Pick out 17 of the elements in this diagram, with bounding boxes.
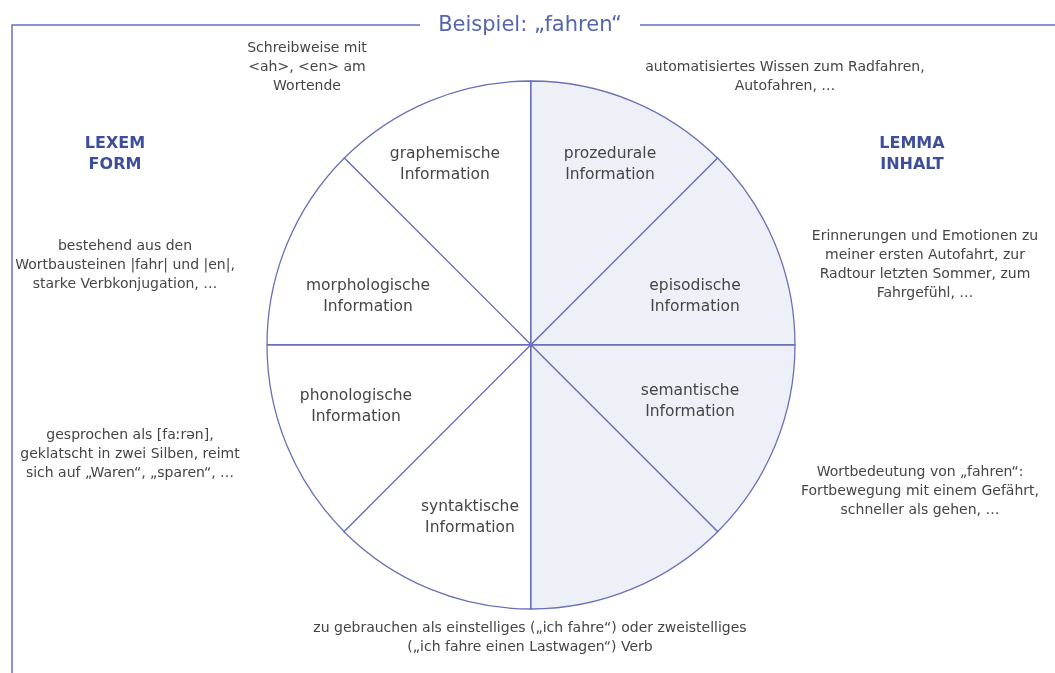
sector-label: syntaktische Information	[420, 496, 520, 538]
annotation-text: Wortbedeutung von „fahren“: Fortbewegung mit einem Gefährt, schneller als gehen, …	[800, 462, 1040, 519]
category-heading: LEMMA INHALT	[878, 132, 946, 174]
annotation-text: gesprochen als [faːrən], geklatscht in zwei Silben, reimt sich auf „Waren“, „sparen“, …	[19, 425, 241, 482]
diagram-title: Beispiel: „fahren“	[437, 11, 623, 38]
sector-label: morphologische Information	[305, 275, 431, 317]
sector-label: phonologische Information	[298, 385, 414, 427]
annotation-text: automatisiertes Wissen zum Radfahren, Autofahren, …	[644, 57, 926, 95]
annotation-text: Schreibweise mit <ah>, <en> am Wortende	[246, 38, 368, 95]
sector-label: semantische Information	[639, 380, 741, 422]
annotation-text: Erinnerungen und Emotionen zu meiner ersten Autofahrt, zur Radtour letzten Sommer, zum Fahrgefühl, …	[810, 226, 1040, 302]
annotation-text: bestehend aus den Wortbausteinen |fahr| und |en|, starke Verbkonjugation, …	[14, 236, 236, 293]
sector-label: prozedurale Information	[562, 143, 658, 185]
annotation-text: zu gebrauchen als einstelliges („ich fahre“) oder zweistelliges („ich fahre einen Lastwagen“) Verb	[312, 618, 748, 656]
sector-label: episodische Information	[648, 275, 742, 317]
sector-label: graphemische Information	[388, 143, 502, 185]
category-heading: LEXEM FORM	[83, 132, 147, 174]
